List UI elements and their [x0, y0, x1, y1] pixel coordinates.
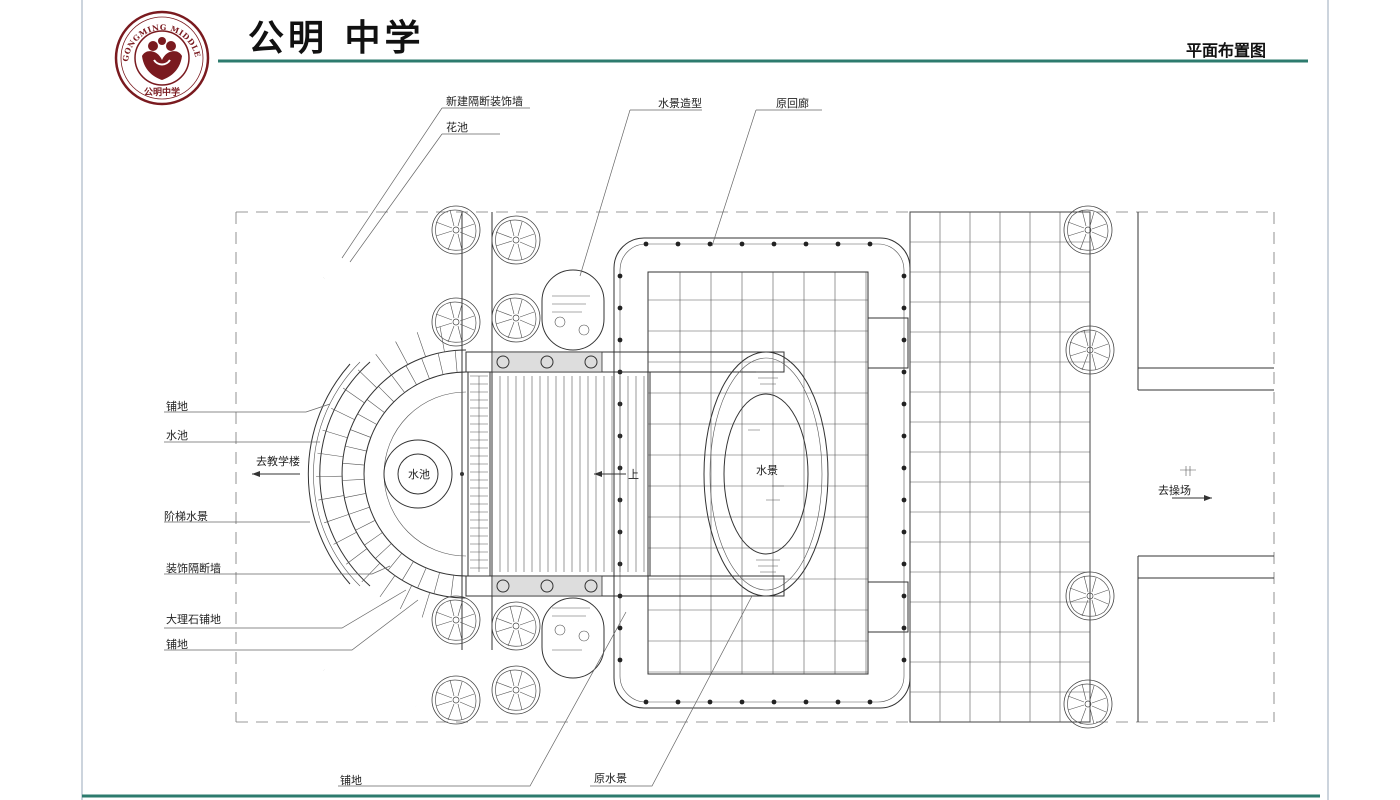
site-boundary	[235, 211, 1275, 723]
central-pool	[383, 439, 464, 509]
right-grid-lines	[909, 211, 1091, 723]
label-paving-lower: 铺地	[166, 638, 188, 651]
right-road-edges	[1137, 212, 1274, 722]
decorative-partition-walls	[323, 240, 417, 708]
walkway-planters	[491, 351, 603, 597]
label-new-partition-wall: 新建隔断装饰墙	[446, 94, 523, 108]
label-up: 上	[628, 468, 639, 481]
label-original-corridor: 原回廊	[776, 96, 809, 110]
label-marble-paving: 大理石铺地	[166, 612, 221, 626]
semicircle-plaza	[307, 349, 467, 599]
corridor-grid-lines	[648, 272, 868, 674]
oval-water-feature	[703, 351, 829, 597]
label-paving-bottom: 铺地	[340, 774, 362, 787]
label-water-feature-shape: 水景造型	[658, 96, 702, 110]
label-decorative-partition-wall: 装饰隔断墙	[166, 561, 221, 575]
seal-chinese-text: 公明中学	[144, 86, 180, 98]
school-name-title: 公明 中学	[248, 17, 425, 59]
mosaic-strip	[470, 375, 488, 572]
drawing-title: 平面布置图	[1186, 41, 1266, 60]
label-original-water-feature: 原水景	[594, 772, 627, 785]
north-marker-symbol	[1180, 466, 1196, 476]
label-paving-upper: 铺地	[166, 400, 188, 413]
label-pool-left: 水池	[166, 429, 188, 442]
direction-arrows	[252, 471, 1212, 501]
label-flower-bed: 花池	[446, 121, 468, 134]
capsule-water-features	[541, 269, 605, 679]
label-water-scene: 水景	[756, 464, 778, 477]
label-to-playground: 去操场	[1158, 483, 1191, 497]
leader-lines	[164, 107, 822, 787]
label-stair-water-feature: 阶梯水景	[164, 509, 208, 523]
label-to-teaching-building: 去教学楼	[256, 454, 300, 468]
label-pool-center: 水池	[408, 468, 430, 481]
school-seal-logo: GONGMING MIDDLE SCHOOL 公明中学	[114, 10, 210, 106]
stair-water-steps	[316, 326, 458, 618]
